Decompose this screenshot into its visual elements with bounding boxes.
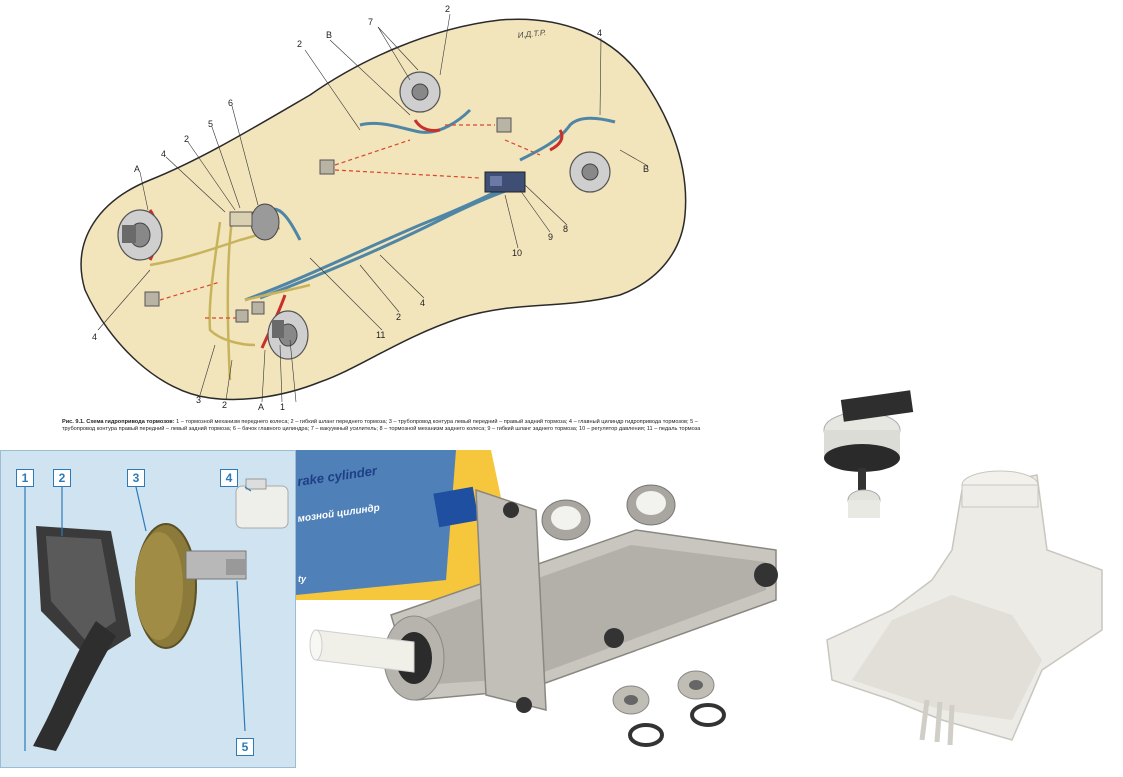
callout-2-top-right: 2 <box>445 4 450 14</box>
reservoir-illustration <box>823 390 1103 746</box>
callout-b-top: B <box>326 30 332 40</box>
rear-left-brake <box>399 71 441 113</box>
diagram-watermark: И.Д.Т.Р. <box>517 28 546 40</box>
callout-2-bottom: 2 <box>222 400 227 410</box>
callout-10: 10 <box>512 248 522 258</box>
caption-title: Рис. 9.1. Схема гидропривода тормозов: <box>62 419 175 425</box>
callout-2-mid: 2 <box>396 312 401 322</box>
pedal-assembly-illustration <box>24 478 289 751</box>
front-left-brake <box>117 209 163 261</box>
callout-4-mid: 4 <box>420 298 425 308</box>
callout-3: 3 <box>196 395 201 405</box>
callout-b-right: B <box>643 164 649 174</box>
brake-system-diagram: И.Д.Т.Р. 2 7 B 2 4 B 6 5 2 4 A 4 3 2 A 1… <box>80 4 687 412</box>
rear-right-brake <box>569 151 611 193</box>
figure-caption: Рис. 9.1. Схема гидропривода тормозов: 1… <box>62 419 702 433</box>
callout-4-bottom-left: 4 <box>92 332 97 342</box>
callout-a-top: A <box>134 164 140 174</box>
reservoir-photo <box>812 380 1123 772</box>
callout-6: 6 <box>228 98 233 108</box>
box-text-line3: ty <box>298 574 307 584</box>
photo-callout-2: 2 <box>53 469 71 487</box>
callout-2-left: 2 <box>184 134 189 144</box>
car-body-silhouette <box>80 18 687 401</box>
callout-11: 11 <box>376 330 385 340</box>
callout-4-left: 4 <box>161 149 166 159</box>
callout-1: 1 <box>280 402 285 412</box>
callout-4-rear: 4 <box>597 28 602 38</box>
pedal-assembly-photo: 1 2 3 4 5 <box>0 450 296 768</box>
callout-8: 8 <box>563 224 568 234</box>
callout-5-top: 5 <box>208 119 213 129</box>
leader-lines <box>97 13 649 403</box>
photo-callout-5: 5 <box>236 738 254 756</box>
photo-callout-1: 1 <box>16 469 34 487</box>
detail-fittings <box>144 117 512 323</box>
callout-7: 7 <box>368 17 373 27</box>
callout-2-upper: 2 <box>297 39 302 49</box>
callout-9: 9 <box>548 232 553 242</box>
caption-body: 1 – тормозной механизм переднего колеса;… <box>62 419 701 432</box>
master-cylinder-photo: rake cylinder мозной цилиндр ty <box>296 450 812 770</box>
photo-callout-3: 3 <box>127 469 145 487</box>
photo-callout-4: 4 <box>220 469 238 487</box>
front-right-brake <box>267 310 309 360</box>
vacuum-booster <box>229 203 280 241</box>
callout-a-bottom: A <box>258 402 264 412</box>
pressure-regulator <box>484 171 526 193</box>
reference-arrows <box>159 124 541 319</box>
master-cylinder-illustration: rake cylinder мозной цилиндр ty <box>296 450 778 747</box>
